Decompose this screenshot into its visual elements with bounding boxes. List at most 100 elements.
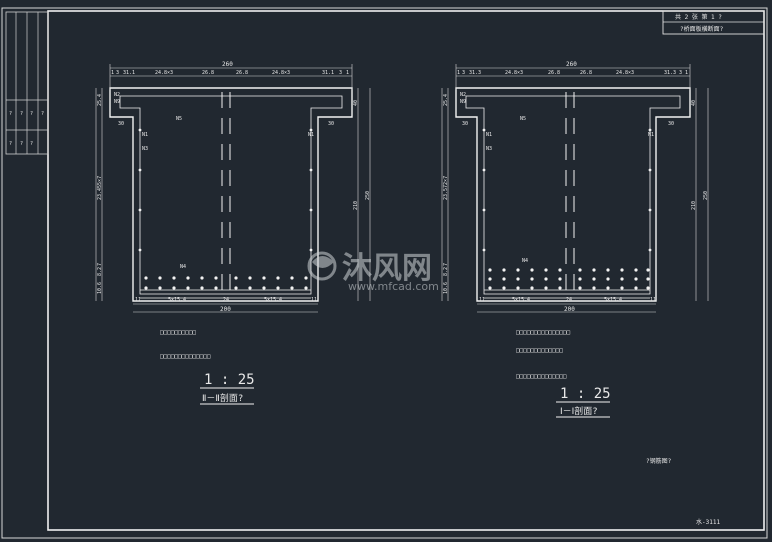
dim-bottom-total: 200 [564, 306, 575, 313]
bar-label: N4 [522, 258, 528, 264]
bar-label: N3 [142, 146, 148, 152]
legend-row: □□□□□□□□□□□□□ [516, 347, 563, 354]
dim-top: 26.8 [236, 70, 248, 76]
dim-top: 1 [346, 70, 349, 76]
note-text: ?钢筋图? [646, 457, 672, 465]
strip-text: ? [30, 141, 33, 147]
dim-right: 210 [691, 201, 697, 210]
dim-bottom: 11 [311, 297, 317, 303]
dim-top: 24.8×3 [272, 70, 290, 76]
dim-bottom: 24 [223, 297, 229, 303]
dim-bottom: 11 [135, 297, 141, 303]
dim-bottom: 5×15.4 [604, 297, 622, 303]
dim-top: 1 [111, 70, 114, 76]
dim-top-total: 260 [566, 61, 577, 68]
dim-left: 10.6 [97, 282, 103, 294]
strip-text: ? [41, 111, 44, 117]
dim-side: 30 [668, 121, 674, 127]
dim-left: 25.4 [443, 94, 449, 106]
dim-right: 210 [353, 201, 359, 210]
left-binding-strip: ? ? ? ? ? ? ? [5, 11, 49, 155]
dim-top: 3 [462, 70, 465, 76]
legend-row: □□□□□□□□□□□□□□□ [516, 329, 571, 336]
dim-bottom: 5×15.4 [168, 297, 186, 303]
strip-text: ? [20, 141, 23, 147]
legend-row: □□□□□□□□□□ [160, 329, 197, 336]
dim-side: 30 [328, 121, 334, 127]
dim-top-total: 260 [222, 61, 233, 68]
drawing-title-text: ?桥面板横断面? [680, 25, 724, 33]
bar-label: N9 [460, 99, 466, 105]
dim-top: 26.8 [580, 70, 592, 76]
dim-left: 7 [97, 263, 103, 266]
dim-top: 31.3 [469, 70, 481, 76]
dim-right: 250 [703, 191, 709, 200]
dim-side: 30 [462, 121, 468, 127]
bar-label: N1 [486, 132, 492, 138]
dim-bottom-total: 200 [220, 306, 231, 313]
dim-bottom: 5×15.4 [512, 297, 530, 303]
title-block: 共 2 张 第 1 ? ?桥面板横断面? [662, 10, 765, 35]
drawing-number: 水-3111 [696, 518, 720, 526]
dim-top: 3 [116, 70, 119, 76]
legend-row: □□□□□□□□□□□□□□ [160, 353, 211, 360]
dim-left: 25.4 [97, 94, 103, 106]
dim-top: 24.8×3 [505, 70, 523, 76]
dim-top: 31.1 [322, 70, 334, 76]
outer-frame [1, 7, 768, 539]
rebar-cage [119, 95, 343, 295]
dim-top: 3 [339, 70, 342, 76]
bar-label: N1 [308, 132, 314, 138]
dim-top: 1 [685, 70, 688, 76]
bar-label: N2 [114, 92, 120, 98]
dim-bottom: 5×15.4 [264, 297, 282, 303]
legend-row: □□□□□□□□□□□□□□ [516, 373, 567, 380]
bar-label: N3 [486, 146, 492, 152]
dim-left: 23.572×7 [443, 176, 449, 200]
dim-left: 8.2 [443, 267, 449, 276]
dim-top: 31.3 [664, 70, 676, 76]
strip-text: ? [20, 111, 23, 117]
dim-left: 8.2 [97, 267, 103, 276]
scale-text: 1 : 25 [560, 386, 611, 402]
dim-top: 24.8×3 [155, 70, 173, 76]
section-i-i: 260 1 3 31.3 24.8×3 26.8 26.8 24.8×3 31.… [441, 61, 709, 418]
strip-text: ? [30, 111, 33, 117]
dim-top: 31.1 [123, 70, 135, 76]
dim-left: 23.455×7 [97, 176, 103, 200]
strip-text: ? [9, 111, 12, 117]
bar-label: N2 [460, 92, 466, 98]
bar-label: N1 [648, 132, 654, 138]
dim-top: 26.8 [202, 70, 214, 76]
section-ii-ii: 260 1 3 31.1 24.8×3 26.8 26.8 24.8×3 31.… [95, 61, 371, 405]
scale-text: 1 : 25 [204, 372, 255, 388]
rebar-dots [138, 128, 313, 290]
dim-left: 7 [443, 263, 449, 266]
dim-bottom: 11 [479, 297, 485, 303]
dim-top: 1 [457, 70, 460, 76]
watermark-url: www.mfcad.com [348, 280, 439, 293]
dim-top: 26.8 [548, 70, 560, 76]
bar-label: N9 [114, 99, 120, 105]
section-name: Ⅰ－Ⅰ剖面? [560, 405, 598, 417]
section-outline [109, 87, 353, 302]
bar-label: N1 [142, 132, 148, 138]
dim-bottom: 24 [566, 297, 572, 303]
dim-right: 40 [353, 100, 359, 106]
sheet-count-text: 共 2 张 第 1 ? [675, 13, 722, 21]
dim-left: 10.6 [443, 282, 449, 294]
section-name: Ⅱ－Ⅱ剖面? [202, 392, 243, 404]
dim-top: 24.8×3 [616, 70, 634, 76]
dim-bottom: 11 [650, 297, 656, 303]
rebar-dots [482, 128, 652, 290]
watermark-brand: 沐风网 [342, 251, 432, 286]
bar-label: N5 [176, 116, 182, 122]
dim-right: 250 [365, 191, 371, 200]
section-outline [455, 87, 691, 302]
bar-label: N4 [180, 264, 186, 270]
dim-right: 40 [691, 100, 697, 106]
watermark-logo-icon [307, 251, 337, 281]
watermark: 沐风网 www.mfcad.com [307, 251, 439, 293]
bar-label: N5 [520, 116, 526, 122]
